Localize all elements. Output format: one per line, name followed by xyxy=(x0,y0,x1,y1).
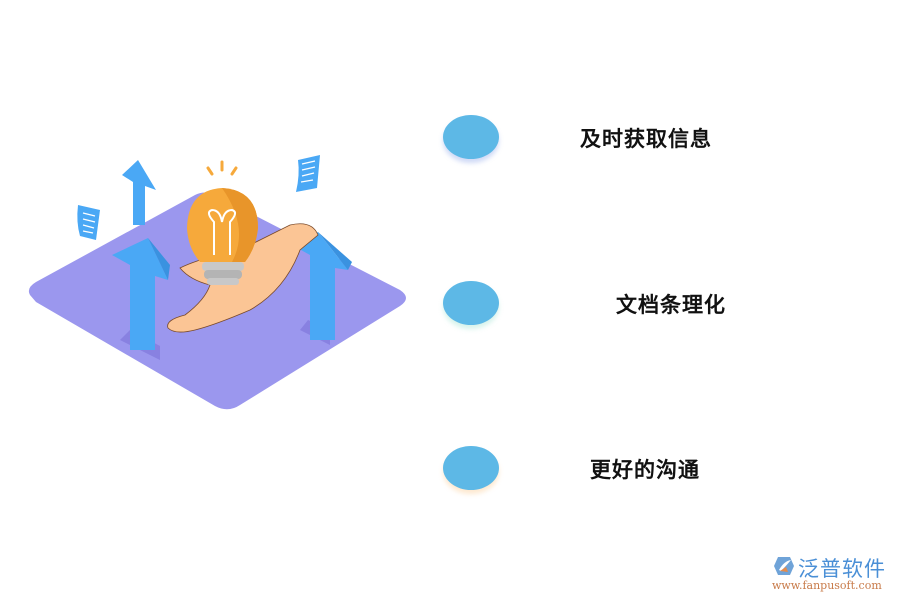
benefit-label: 更好的沟通 xyxy=(590,458,700,482)
benefit-item: 更好的沟通 xyxy=(443,446,863,490)
idea-illustration xyxy=(0,0,430,600)
fanpu-logo-icon xyxy=(774,557,794,575)
lightbulb-hand-icon xyxy=(28,155,406,410)
bullet-dot-icon xyxy=(443,281,499,325)
bullet-dot-icon xyxy=(443,115,499,159)
brand-logo: 泛普软件 www.fanpusoft.com xyxy=(770,553,895,593)
benefit-item: 及时获取信息 xyxy=(443,115,863,159)
benefit-label: 及时获取信息 xyxy=(580,127,712,151)
benefit-label: 文档条理化 xyxy=(616,293,726,317)
bullet-dot-icon xyxy=(443,446,499,490)
logo-name: 泛普软件 xyxy=(798,557,886,581)
logo-url: www.fanpusoft.com xyxy=(772,579,882,592)
benefit-item: 文档条理化 xyxy=(443,281,863,325)
